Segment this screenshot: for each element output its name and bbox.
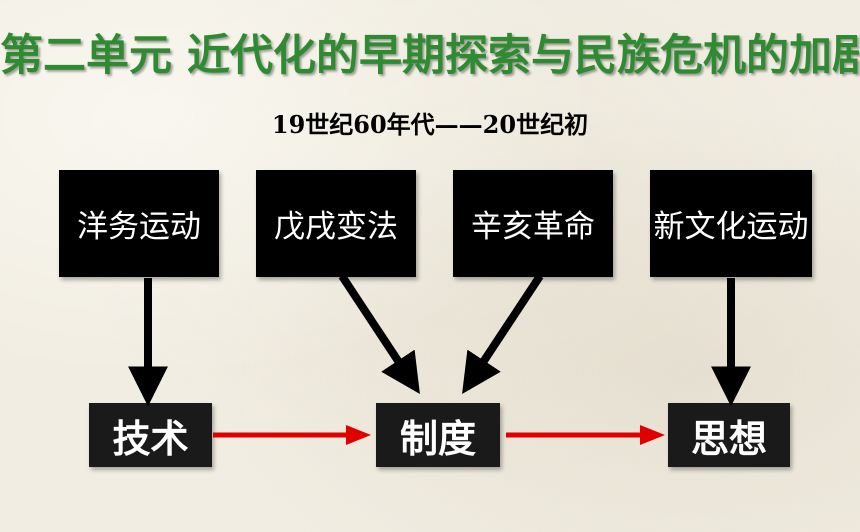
result-box-institution: 制度 bbox=[376, 403, 500, 467]
result-box-technology: 技术 bbox=[89, 403, 212, 467]
arrow-wuxu-to-institution bbox=[338, 273, 420, 395]
arrow-xinhai-to-institution bbox=[462, 273, 544, 395]
slide-title: 第二单元 近代化的早期探索与民族危机的加剧 bbox=[0, 31, 860, 81]
event-box-yangwu: 洋务运动 bbox=[59, 170, 219, 277]
event-box-xinhai: 辛亥革命 bbox=[453, 170, 613, 277]
result-box-thought: 思想 bbox=[668, 403, 790, 467]
event-box-wuxu: 戊戌变法 bbox=[256, 170, 416, 277]
slide-subtitle: 19世纪60年代——20世纪初 bbox=[271, 110, 589, 139]
event-box-new-culture: 新文化运动 bbox=[650, 170, 812, 277]
